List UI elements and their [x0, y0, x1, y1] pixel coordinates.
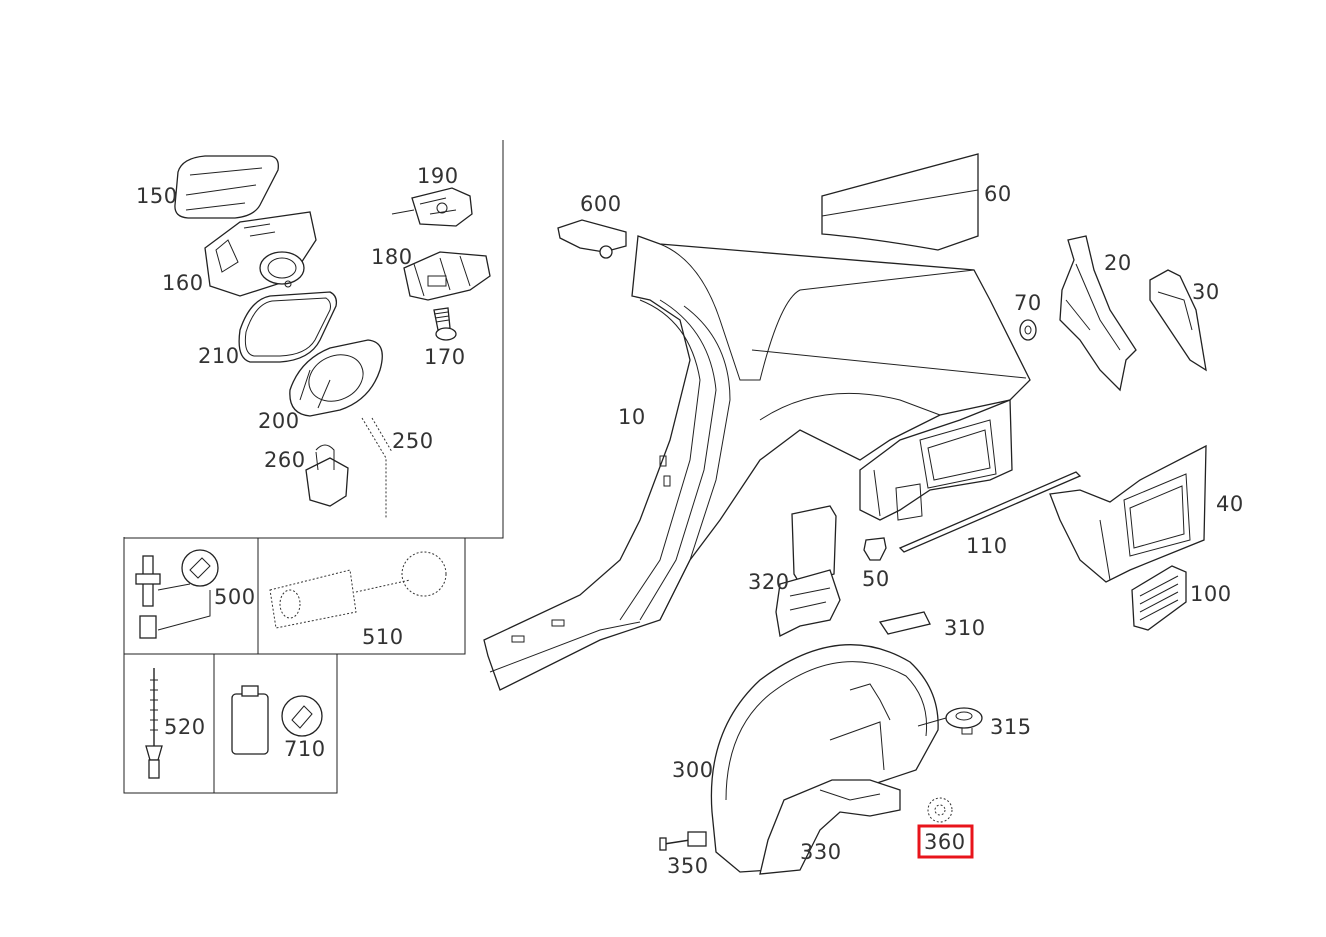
tool-inset-frames: [123, 537, 466, 794]
callout-710[interactable]: 710: [284, 737, 326, 761]
highlight-box-360: [917, 824, 974, 859]
stud-tool-500: [135, 549, 219, 639]
panel-40: [1049, 444, 1207, 583]
callout-520[interactable]: 520: [164, 715, 206, 739]
drain-hose-250: [361, 417, 393, 518]
callout-100[interactable]: 100: [1190, 582, 1232, 606]
callout-250[interactable]: 250: [392, 429, 434, 453]
screw-170: [433, 307, 457, 341]
callout-10[interactable]: 10: [618, 405, 646, 429]
strip-110: [898, 471, 1082, 553]
callout-40[interactable]: 40: [1216, 492, 1244, 516]
callout-60[interactable]: 60: [984, 182, 1012, 206]
callout-190[interactable]: 190: [417, 164, 459, 188]
side-wall-10: [483, 235, 1031, 691]
callout-600[interactable]: 600: [580, 192, 622, 216]
clip-50: [863, 537, 887, 561]
callout-350[interactable]: 350: [667, 854, 709, 878]
callout-310[interactable]: 310: [944, 616, 986, 640]
callout-70[interactable]: 70: [1014, 291, 1042, 315]
callout-500[interactable]: 500: [214, 585, 256, 609]
callout-30[interactable]: 30: [1192, 280, 1220, 304]
splash-guard-330: [759, 779, 901, 875]
callout-315[interactable]: 315: [990, 715, 1032, 739]
cartridge-710: [231, 685, 323, 755]
callout-510[interactable]: 510: [362, 625, 404, 649]
callout-210[interactable]: 210: [198, 344, 240, 368]
callout-110[interactable]: 110: [966, 534, 1008, 558]
vent-100: [1131, 565, 1187, 631]
callout-20[interactable]: 20: [1104, 251, 1132, 275]
seal-210: [238, 291, 338, 363]
wheel-arch-inner-panel: [859, 399, 1013, 521]
bonding-tool-510: [269, 551, 447, 629]
callout-170[interactable]: 170: [424, 345, 466, 369]
bracket-20: [1059, 235, 1137, 392]
callout-330[interactable]: 330: [800, 840, 842, 864]
callout-360[interactable]: 360: [924, 830, 966, 854]
callout-320[interactable]: 320: [748, 570, 790, 594]
callout-260[interactable]: 260: [264, 448, 306, 472]
bolt-350: [659, 831, 707, 851]
callout-200[interactable]: 200: [258, 409, 300, 433]
nut-315: [917, 707, 983, 735]
decal-60: [821, 153, 979, 251]
nut-360: [927, 797, 953, 823]
wheel-liner-300: [710, 644, 939, 873]
bracket-600: [557, 219, 627, 259]
lock-180: [403, 251, 491, 301]
rivet-520: [145, 668, 163, 779]
sealing-ring-200: [289, 339, 383, 417]
fuel-filler-housing-160: [204, 211, 317, 297]
bracket-260: [305, 444, 349, 507]
actuator-190: [391, 187, 473, 227]
pad-310: [878, 611, 931, 635]
callout-300[interactable]: 300: [672, 758, 714, 782]
grommet-70: [1019, 319, 1037, 341]
fuel-flap-150: [174, 155, 279, 219]
bracket-30: [1149, 269, 1207, 372]
cover-320: [775, 505, 841, 637]
callout-50[interactable]: 50: [862, 567, 890, 591]
callout-180[interactable]: 180: [371, 245, 413, 269]
callout-160[interactable]: 160: [162, 271, 204, 295]
callout-150[interactable]: 150: [136, 184, 178, 208]
